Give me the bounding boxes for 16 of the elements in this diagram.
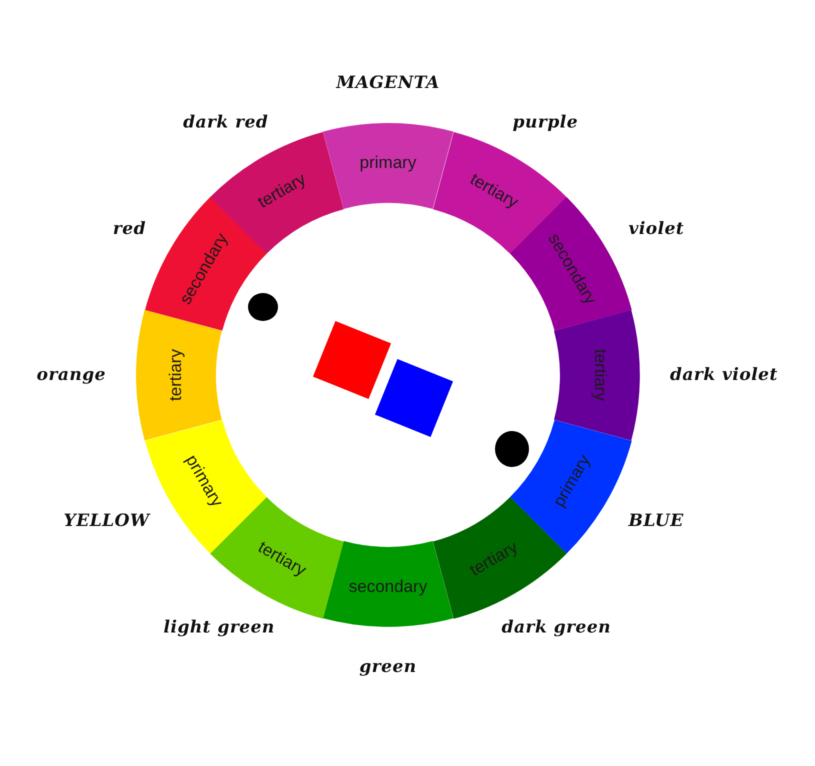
color-name: dark violet bbox=[670, 364, 778, 385]
color-name: violet bbox=[628, 218, 684, 239]
color-name: dark green bbox=[502, 618, 612, 638]
color-name: red bbox=[112, 218, 146, 239]
segment-label: tertiary bbox=[590, 349, 610, 401]
segment-label: secondary bbox=[348, 576, 428, 597]
color-name: dark red bbox=[183, 112, 268, 132]
color-name: BLUE bbox=[628, 510, 684, 531]
segment-label: primary bbox=[360, 153, 416, 173]
color-name: MAGENTA bbox=[336, 73, 440, 93]
color-name: light green bbox=[164, 618, 275, 638]
color-name: purple bbox=[512, 112, 578, 132]
color-name: green bbox=[359, 656, 417, 677]
color-name: orange bbox=[36, 364, 106, 385]
color-name: YELLOW bbox=[64, 510, 150, 531]
segment-label: tertiary bbox=[166, 349, 186, 401]
